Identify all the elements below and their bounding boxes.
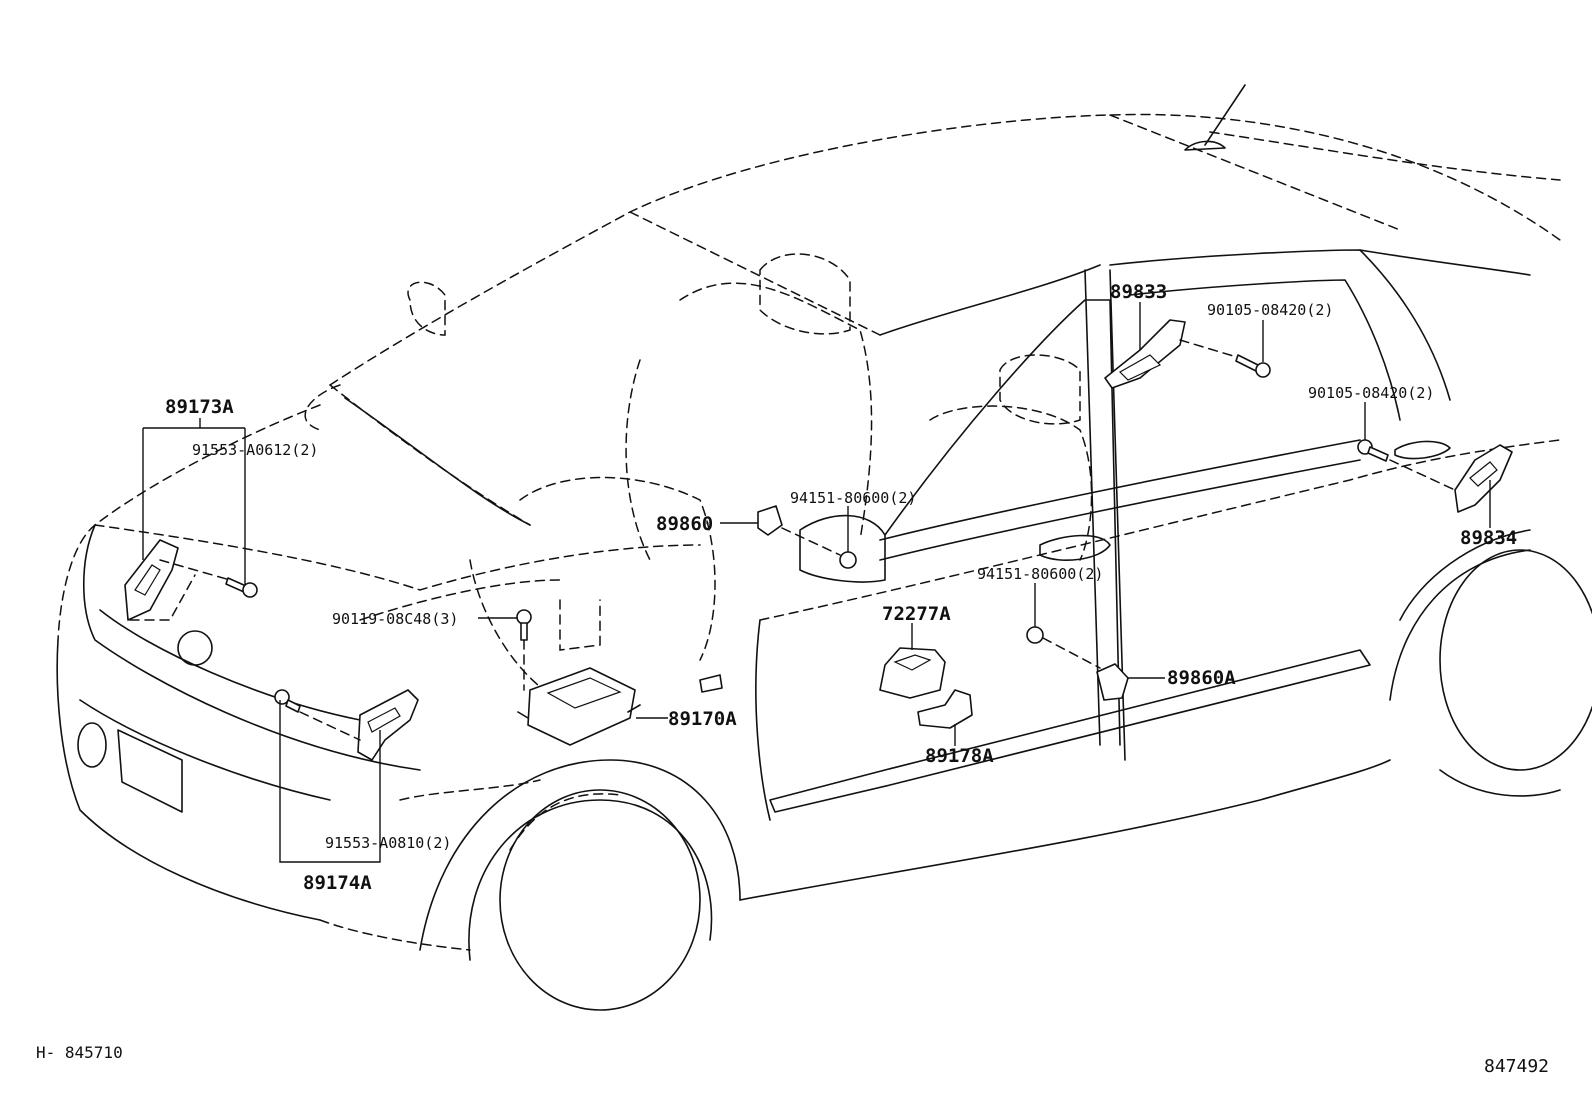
part-91553-A0612-bolt xyxy=(225,577,258,598)
part-94151-80600-nut-b xyxy=(1026,626,1101,669)
label-90119-08C48: 90119-08C48(3) xyxy=(332,610,458,628)
car-body-outline xyxy=(56,84,1592,1011)
part-89834-sensor xyxy=(1454,444,1513,513)
label-89173A: 89173A xyxy=(165,396,234,418)
label-89860A: 89860A xyxy=(1167,667,1236,689)
label-90105-08420-a: 90105-08420(2) xyxy=(1207,301,1333,319)
part-90119-08C48-bolt xyxy=(516,599,601,691)
label-72277A: 72277A xyxy=(882,603,951,625)
label-89170A: 89170A xyxy=(668,708,737,730)
leader-lines xyxy=(142,302,1491,863)
illustration-id: 847492 xyxy=(1484,1056,1549,1077)
label-89833: 89833 xyxy=(1110,281,1167,303)
part-89860-sensor xyxy=(757,505,841,556)
label-91553-A0612: 91553-A0612(2) xyxy=(192,441,318,459)
part-89173A-sensor xyxy=(124,539,231,621)
part-89178A-sensor xyxy=(917,689,973,729)
label-89860: 89860 xyxy=(656,513,713,535)
part-89170A-ecu xyxy=(517,667,641,746)
part-89174A-sensor xyxy=(299,689,419,761)
part-89833-sensor xyxy=(1104,319,1241,389)
part-89860A-sensor xyxy=(1096,663,1129,701)
reference-number: H- 845710 xyxy=(36,1043,123,1062)
part-labels: 89173A 91553-A0612(2) 90119-08C48(3) 915… xyxy=(165,281,1517,894)
label-94151-80600-a: 94151-80600(2) xyxy=(790,489,916,507)
label-89834: 89834 xyxy=(1460,527,1517,549)
part-94151-80600-nut-a xyxy=(839,551,857,569)
label-91553-A0810: 91553-A0810(2) xyxy=(325,834,451,852)
label-89178A: 89178A xyxy=(925,745,994,767)
label-94151-80600-b: 94151-80600(2) xyxy=(977,565,1103,583)
part-90105-08420-bolt-b xyxy=(1357,439,1456,491)
part-72277A-bracket xyxy=(879,647,946,699)
label-90105-08420-b: 90105-08420(2) xyxy=(1308,384,1434,402)
part-91553-A0810-bolt xyxy=(274,689,301,713)
label-89174A: 89174A xyxy=(303,872,372,894)
part-90105-08420-bolt-a xyxy=(1235,354,1271,378)
